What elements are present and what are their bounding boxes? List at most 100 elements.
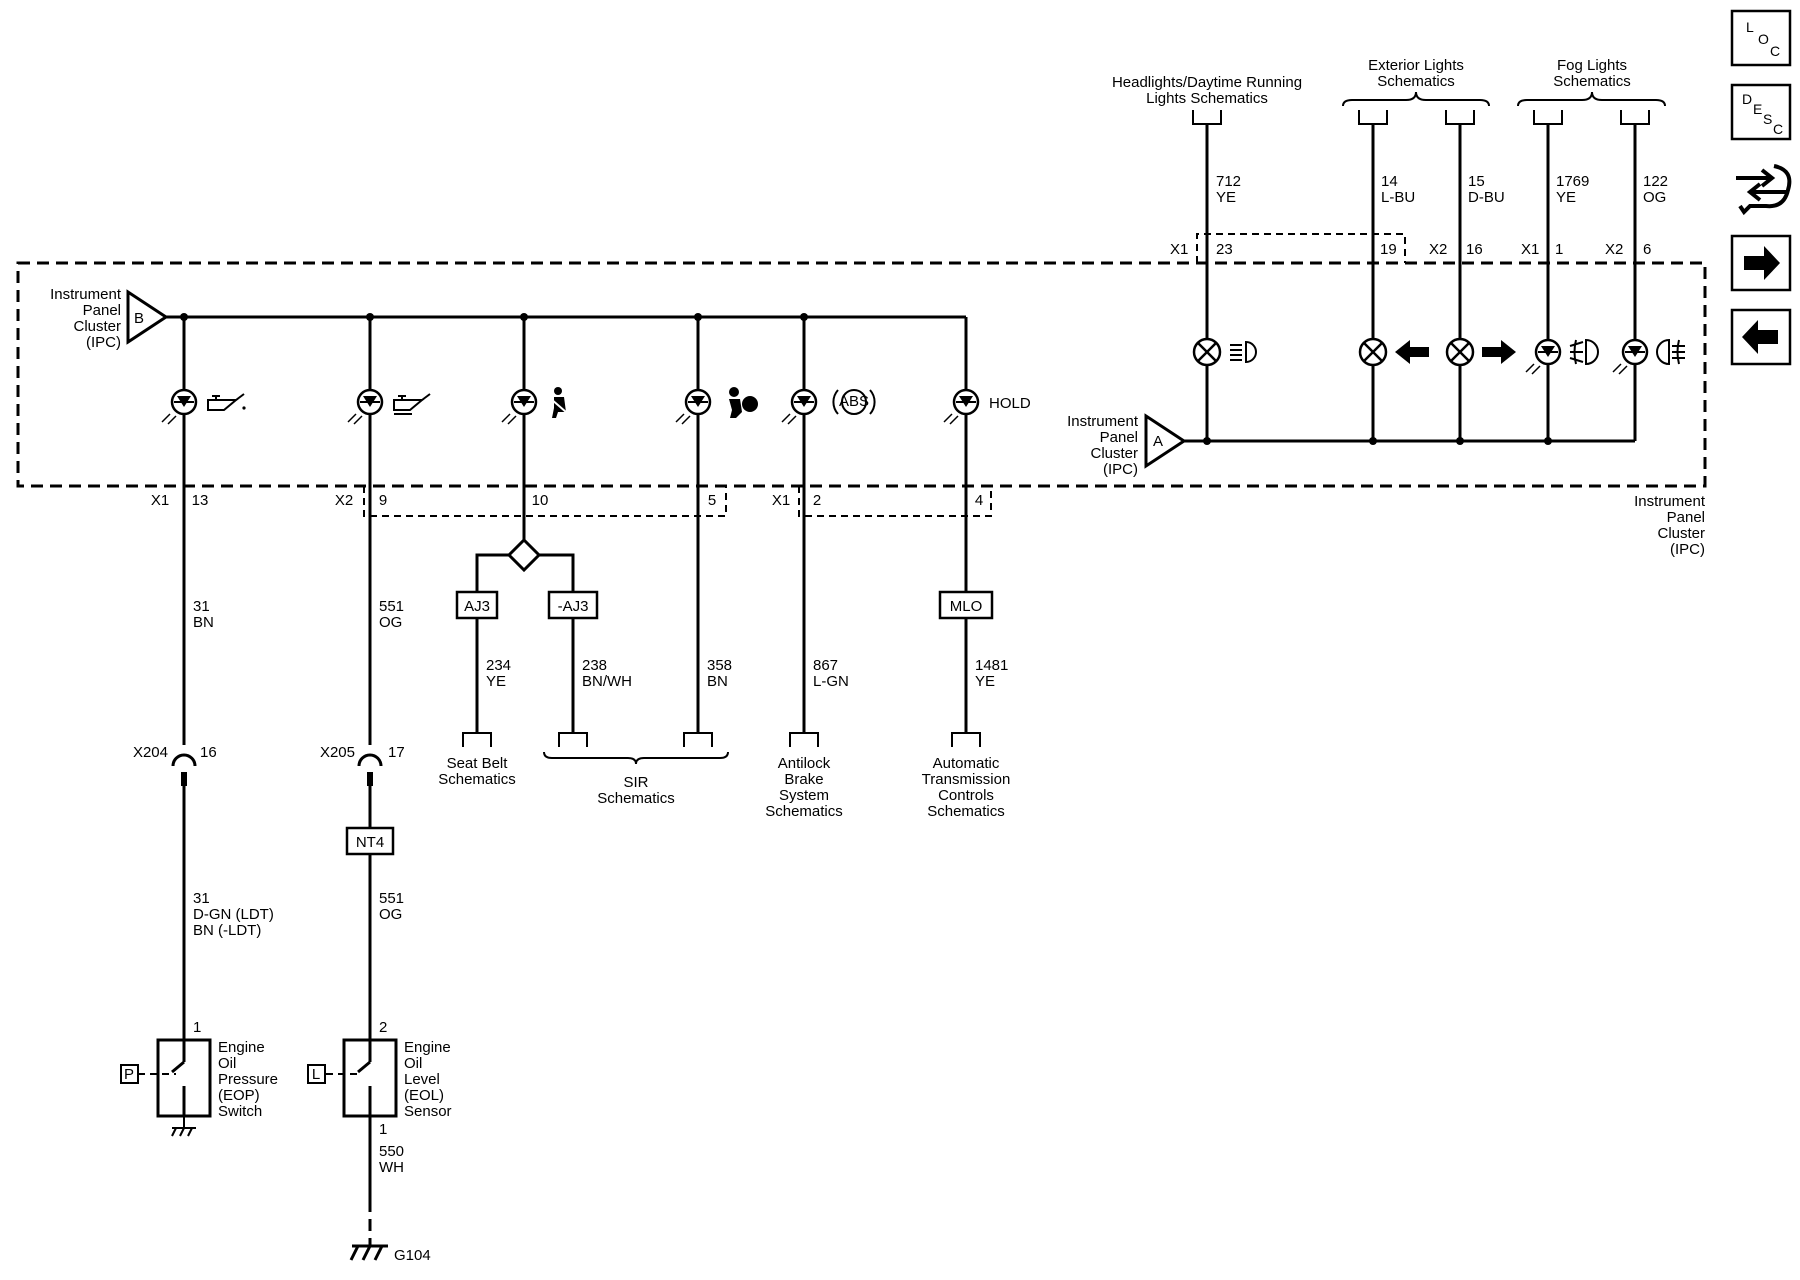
headlights-schematics-ref[interactable]: Headlights/Daytime Running Lights Schema… bbox=[1112, 74, 1302, 107]
inline-x204-label: X204 bbox=[133, 744, 168, 761]
eol-indicator-led bbox=[346, 388, 384, 426]
eop-pressure-tag: P bbox=[124, 1066, 134, 1083]
transmission-schematics-ref[interactable]: Automatic Transmission Controls Schemati… bbox=[922, 755, 1011, 820]
circuit-31: 31 bbox=[193, 598, 210, 615]
oil-pressure-icon bbox=[207, 393, 246, 411]
high-beam-icon bbox=[1230, 340, 1257, 364]
inline-x204-pin: 16 bbox=[200, 744, 217, 761]
ipc-b-label: Instrument Panel Cluster (IPC) bbox=[50, 286, 122, 351]
color-ye-1769: YE bbox=[1556, 189, 1576, 206]
sir-schematics-ref[interactable]: SIR Schematics bbox=[597, 774, 675, 807]
svg-text:Lights Schematics: Lights Schematics bbox=[1146, 90, 1268, 107]
circuit-550: 550 bbox=[379, 1143, 404, 1160]
svg-text:ABS: ABS bbox=[839, 393, 869, 410]
svg-text:Schematics: Schematics bbox=[765, 803, 843, 820]
circuit-358: 358 bbox=[707, 657, 732, 674]
color-bn-358: BN bbox=[707, 673, 728, 690]
exterior-ref-connector-1 bbox=[1358, 109, 1388, 125]
option-mlo-label: MLO bbox=[950, 598, 983, 615]
circuit-551: 551 bbox=[379, 598, 404, 615]
circuit-551-lower: 551 bbox=[379, 890, 404, 907]
svg-text:C: C bbox=[1773, 121, 1783, 137]
ipc-box-label: Instrument Panel Cluster (IPC) bbox=[1634, 493, 1706, 558]
color-og-122: OG bbox=[1643, 189, 1666, 206]
ipc-connector-b-triangle bbox=[126, 289, 169, 345]
ipc-connector-b-letter: B bbox=[134, 310, 144, 327]
option-not-aj3-box bbox=[547, 590, 599, 620]
svg-text:Exterior Lights: Exterior Lights bbox=[1368, 57, 1464, 74]
right-arrow-icon bbox=[1482, 340, 1516, 364]
hold-indicator-led bbox=[942, 388, 980, 426]
svg-text:(EOP): (EOP) bbox=[218, 1087, 260, 1104]
ipc-connector-boundary-bottom-left bbox=[363, 486, 727, 517]
rear-fog-icon bbox=[1656, 338, 1685, 366]
sir-ref-brace bbox=[543, 751, 729, 765]
svg-text:(IPC): (IPC) bbox=[1103, 461, 1138, 478]
ipc-connector-a-triangle bbox=[1144, 413, 1187, 469]
splice-dot bbox=[694, 313, 702, 321]
color-bn-31: BN bbox=[193, 614, 214, 631]
color-dgn-ldt: D-GN (LDT) bbox=[193, 906, 274, 923]
svg-text:Schematics: Schematics bbox=[1377, 73, 1455, 90]
ipc-connector-boundary-bottom-right bbox=[798, 486, 992, 517]
svg-text:(IPC): (IPC) bbox=[1670, 541, 1705, 558]
option-nt4-label: NT4 bbox=[356, 834, 384, 851]
svg-text:Panel: Panel bbox=[83, 302, 121, 319]
svg-text:Brake: Brake bbox=[784, 771, 823, 788]
route-connect-icon[interactable] bbox=[1730, 158, 1792, 218]
color-lbu-14: L-BU bbox=[1381, 189, 1415, 206]
abs-indicator-led bbox=[780, 388, 818, 426]
svg-text:Oil: Oil bbox=[218, 1055, 236, 1072]
abs-icon: ABS bbox=[832, 389, 876, 415]
ipc-connector-a-letter: A bbox=[1153, 433, 1163, 450]
seat-belt-icon bbox=[550, 387, 567, 418]
svg-text:Schematics: Schematics bbox=[1553, 73, 1631, 90]
svg-text:(IPC): (IPC) bbox=[86, 334, 121, 351]
circuit-15: 15 bbox=[1468, 173, 1485, 190]
exterior-lights-schematics-ref[interactable]: Exterior Lights Schematics bbox=[1368, 57, 1464, 90]
arrow-right-icon[interactable] bbox=[1730, 234, 1792, 292]
color-lgn-867: L-GN bbox=[813, 673, 849, 690]
circuit-1769: 1769 bbox=[1556, 173, 1589, 190]
splice-dot bbox=[1456, 437, 1464, 445]
eol-pin-2: 2 bbox=[379, 1019, 387, 1036]
front-fog-icon bbox=[1569, 338, 1599, 366]
eol-level-tag-box bbox=[307, 1064, 326, 1084]
svg-text:D: D bbox=[1742, 91, 1752, 107]
oil-level-icon bbox=[393, 393, 431, 415]
seat-belt-option-diamond bbox=[506, 537, 542, 573]
svg-text:Cluster: Cluster bbox=[1657, 525, 1705, 542]
exterior-ref-connector-2 bbox=[1445, 109, 1475, 125]
splice-dot bbox=[1369, 437, 1377, 445]
arrow-left-icon[interactable] bbox=[1730, 308, 1792, 366]
pin-conn-x1-23: X1 bbox=[1170, 241, 1188, 258]
left-arrow-icon bbox=[1395, 340, 1429, 364]
fog-lights-schematics-ref[interactable]: Fog Lights Schematics bbox=[1553, 57, 1631, 90]
ipc-a-label: Instrument Panel Cluster (IPC) bbox=[1067, 413, 1139, 478]
fog-ref-connector-1 bbox=[1533, 109, 1563, 125]
right-turn-indicator-bulb bbox=[1445, 337, 1475, 367]
ipc-boundary bbox=[16, 261, 1707, 488]
svg-text:Switch: Switch bbox=[218, 1103, 262, 1120]
svg-text:L: L bbox=[1746, 19, 1754, 35]
color-bnwh-238: BN/WH bbox=[582, 673, 632, 690]
svg-text:Automatic: Automatic bbox=[933, 755, 1000, 772]
exterior-ref-brace bbox=[1342, 91, 1490, 107]
pin-num-13: 13 bbox=[192, 492, 209, 509]
color-og-551: OG bbox=[379, 614, 402, 631]
circuit-238: 238 bbox=[582, 657, 607, 674]
inline-x205-label: X205 bbox=[320, 744, 355, 761]
circuit-712: 712 bbox=[1216, 173, 1241, 190]
inline-connector-x205 bbox=[357, 753, 383, 788]
pin-num-2: 2 bbox=[813, 492, 821, 509]
eol-sensor-contact bbox=[357, 1040, 372, 1116]
pin-num-19: 19 bbox=[1380, 241, 1397, 258]
desc-button[interactable]: D E S C bbox=[1730, 83, 1792, 141]
loc-button[interactable]: L O C bbox=[1730, 9, 1792, 67]
seat-belt-schematics-ref[interactable]: Seat Belt Schematics bbox=[438, 755, 516, 788]
abs-schematics-ref[interactable]: Antilock Brake System Schematics bbox=[765, 755, 843, 820]
fog-ref-connector-2 bbox=[1620, 109, 1650, 125]
option-aj3-box bbox=[455, 590, 499, 620]
svg-text:Sensor: Sensor bbox=[404, 1103, 452, 1120]
